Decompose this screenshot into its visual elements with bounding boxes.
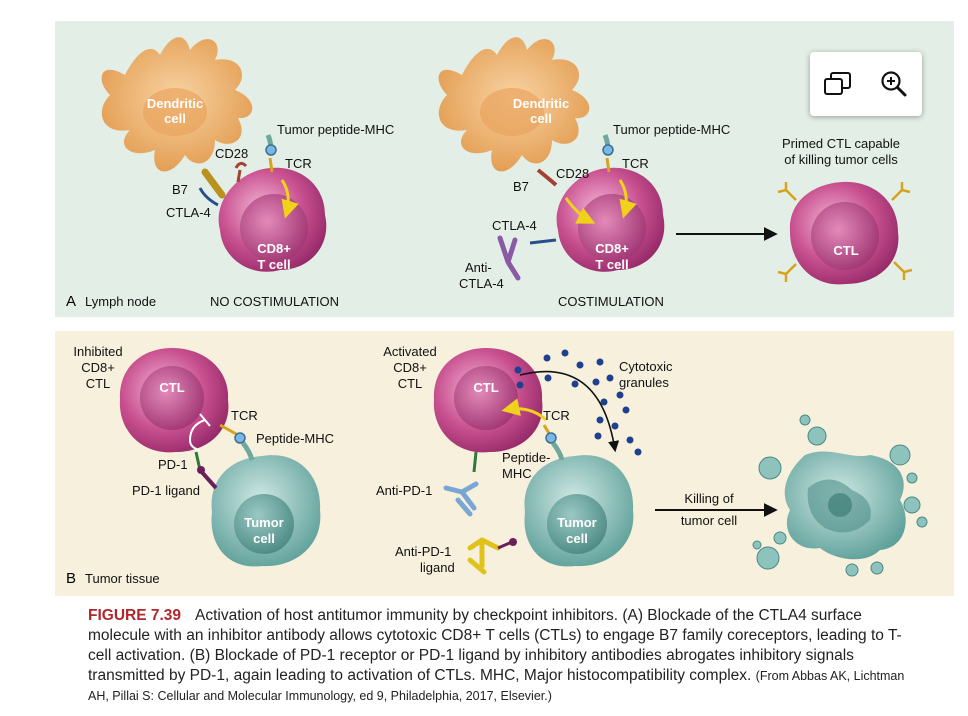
tumor-cell-left-label-2: cell [253,531,275,546]
cytotoxic-granules [514,349,642,456]
figure-label: FIGURE 7.39 [88,607,182,624]
inhibited-ctl-cell [119,348,229,453]
tumor-cell-middle-label-2: cell [566,531,588,546]
tcr-label-middle: TCR [622,156,649,171]
tcr-left [268,157,274,173]
peptide-mhc-b-middle [551,441,565,461]
b7-cd28-pair-middle [536,168,558,187]
tcr-b-left [219,423,239,437]
tumor-peptide-mhc-label-middle: Tumor peptide-MHC [613,122,730,137]
panel-a-letter: A [66,293,76,310]
dendritic-cell-left-label-1: Dendritic [147,96,203,111]
cd28-label-left: CD28 [215,146,248,161]
copy-button[interactable] [818,64,858,104]
anti-pd1-ligand-label-2: ligand [420,560,455,575]
tcr-middle [605,157,611,173]
pd1-label: PD-1 [158,457,188,472]
tcell-left-label-2: T cell [257,257,290,272]
b7-label-left: B7 [172,182,188,197]
anti-pd1-antibody [443,481,479,517]
killing-label-2: tumor cell [681,513,737,528]
tumor-cell-left [211,455,321,567]
ctla4-receptor-left [198,187,219,207]
tcell-middle-label-2: T cell [595,257,628,272]
panel-b-name: Tumor tissue [85,571,160,586]
diagram-canvas: Dendritic cell CD8+ T cell Tumor peptide… [66,37,928,587]
b7-molecule-left [201,168,226,199]
peptide-mhc-label-b-left: Peptide-MHC [256,431,334,446]
tumor-cell-left-label-1: Tumor [244,515,283,530]
anti-ctla4-label-2: CTLA-4 [459,276,504,291]
caption-text: Activation of host antitumor immunity by… [88,607,902,684]
inhibited-ctl-label: CTL [159,380,184,395]
cd28-receptor-left [234,161,248,183]
tcr-label-left: TCR [285,156,312,171]
granule-release-arrow [519,370,620,453]
anti-pd1-ligand-label-1: Anti-PD-1 [395,544,451,559]
activation-signal-arrow [501,398,548,422]
signal-arrow-middle-2 [564,197,596,224]
tcell-left-label-1: CD8+ [257,241,291,256]
inhibited-label-3: CTL [86,376,111,391]
zoom-in-icon [881,71,907,97]
primed-ctl-label: CTL [833,243,858,258]
inhibited-label-1: Inhibited [73,344,122,359]
dying-tumor-cell [752,414,928,577]
signal-arrow-left [280,179,299,219]
peptide-mhc-b-left [241,441,255,461]
dendritic-cell-left [101,37,253,172]
zoom-in-button[interactable] [874,64,914,104]
anti-ctla4-antibody [497,235,521,281]
activated-ctl-cell [433,348,543,453]
dendritic-cell-left-label-2: cell [164,111,186,126]
panel-a-name: Lymph node [85,294,156,309]
tumor-cell-middle-label-1: Tumor [557,515,596,530]
pd1-receptor-middle [472,451,478,473]
primed-ctl-label-2: of killing tumor cells [784,152,898,167]
tcr-label-b-left: TCR [231,408,258,423]
ctla4-label-left: CTLA-4 [166,205,211,220]
activated-label-2: CD8+ [393,360,427,375]
dendritic-cell-middle [438,37,590,172]
pd1-ligand-label: PD-1 ligand [132,483,200,498]
activated-ctl-label: CTL [473,380,498,395]
primed-ctl-label-1: Primed CTL capable [782,136,900,151]
ctla4-receptor-middle [529,238,557,245]
anti-pd1-ligand-antibody [467,537,501,575]
panel-b-letter: B [66,570,76,587]
caption-source: (From Abbas AK, Lichtman AH, Pillai S: C… [88,669,905,703]
inhibition-arrow [188,419,206,451]
tcr-label-b-middle: TCR [543,408,570,423]
peptide-mhc-label-b-middle-1: Peptide- [502,450,550,465]
primed-ctl-cell [777,181,913,285]
dendritic-cell-middle-label-2: cell [530,111,552,126]
tumor-peptide-mhc-label-left: Tumor peptide-MHC [277,122,394,137]
cytotoxic-granules-label-2: granules [619,375,669,390]
tumor-cell-middle [524,455,634,567]
image-toolbar [810,52,922,116]
costimulation-label: COSTIMULATION [558,294,664,309]
b7-label-middle: B7 [513,179,529,194]
activated-label-1: Activated [383,344,436,359]
cytotoxic-granules-label-1: Cytotoxic [619,359,673,374]
anti-ctla4-label-1: Anti- [465,260,492,275]
killing-label-1: Killing of [684,491,734,506]
activated-label-3: CTL [398,376,423,391]
anti-pd1-label: Anti-PD-1 [376,483,432,498]
copy-icon [824,72,851,95]
signal-arrow-middle-1 [618,179,637,219]
tcell-middle-label-1: CD8+ [595,241,629,256]
peptide-mhc-label-b-middle-2: MHC [502,466,532,481]
no-costimulation-label: NO COSTIMULATION [210,294,339,309]
cd28-label-middle: CD28 [556,166,589,181]
inhibited-label-2: CD8+ [81,360,115,375]
tcell-left [218,167,327,272]
dendritic-cell-middle-label-1: Dendritic [513,96,569,111]
ctla4-label-middle: CTLA-4 [492,218,537,233]
